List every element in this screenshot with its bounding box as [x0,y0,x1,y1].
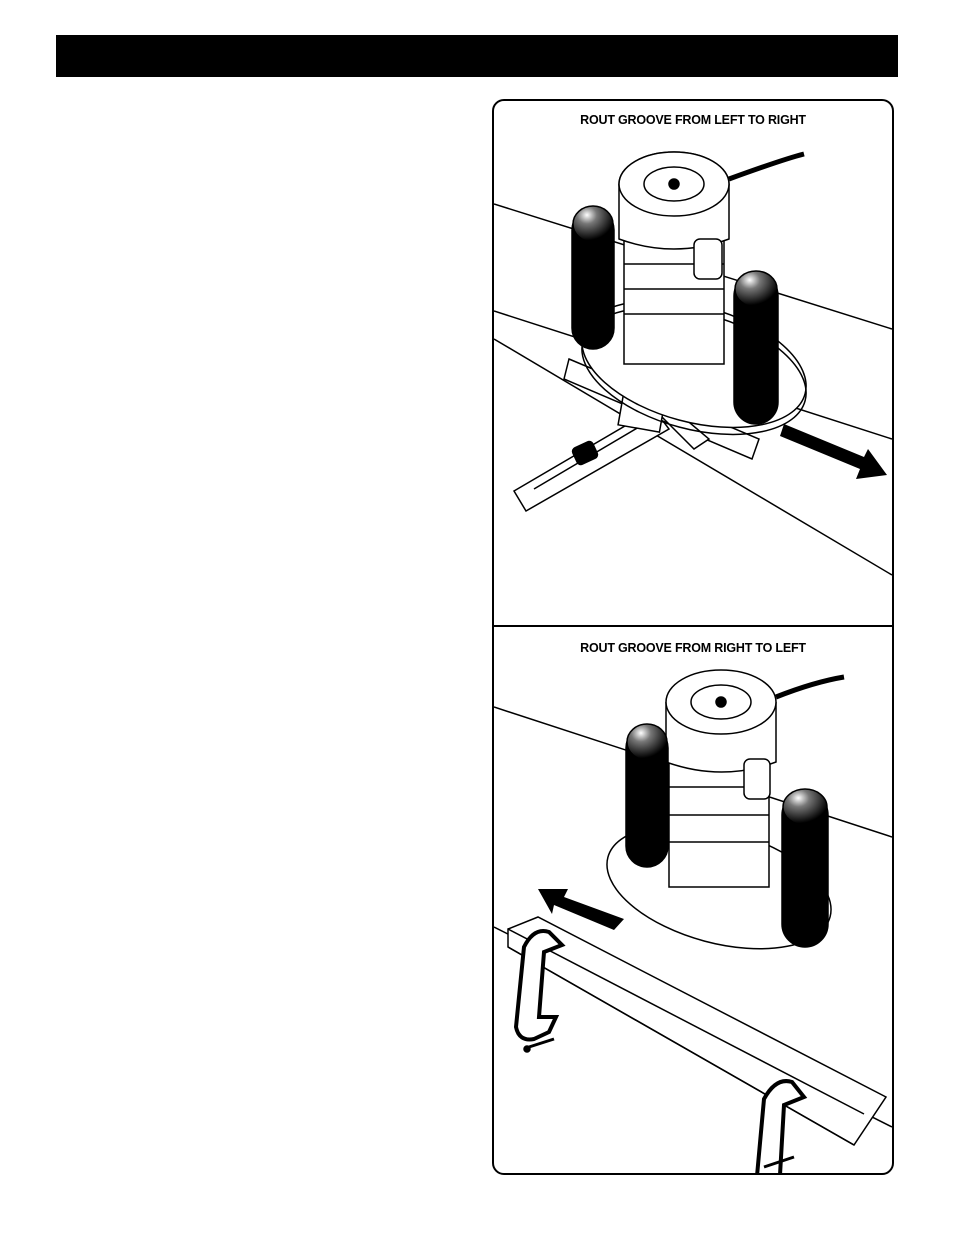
header-bar [56,35,898,77]
arrow-left-icon [538,889,624,930]
straightedge-board [507,916,888,1146]
router-edge-guide-illustration [494,151,892,576]
router-handles [625,723,829,948]
arrow-right-icon [780,424,887,479]
router-handles [571,205,779,425]
figure-divider [494,625,892,627]
figure-caption-right-to-left: ROUT GROOVE FROM RIGHT TO LEFT [580,641,806,655]
figure-box: ROUT GROOVE FROM LEFT TO RIGHT [492,99,894,1175]
c-clamp-illustration [513,929,808,1173]
figure-caption-left-to-right: ROUT GROOVE FROM LEFT TO RIGHT [580,113,806,127]
router-clamped-board-illustration [494,669,892,1173]
